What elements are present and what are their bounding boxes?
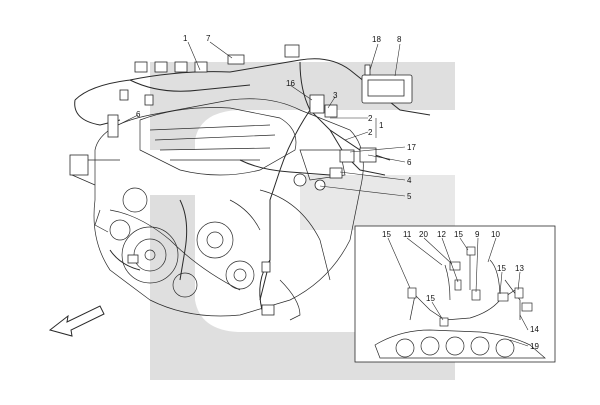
sensor-4 [329, 167, 343, 179]
inset-callout-15-b: 15 [454, 230, 463, 239]
ecu-connector [367, 79, 405, 97]
connector-small-d [261, 304, 275, 316]
callout-4: 4 [407, 176, 412, 185]
callout-6-right: 6 [407, 158, 412, 167]
leader-lines [117, 41, 406, 197]
connector-2 [154, 61, 168, 73]
callout-labels: 1 7 18 8 6 16 3 2 1 2 17 6 4 5 [136, 34, 416, 201]
part-16 [309, 94, 325, 114]
inset-callout-11: 11 [403, 230, 412, 239]
connector-parts [69, 44, 413, 316]
inset-callout-20: 20 [419, 230, 428, 239]
callout-2-lower: 2 [368, 128, 373, 137]
callout-8: 8 [397, 35, 402, 44]
connector-3 [174, 61, 188, 73]
connector-small-c [261, 261, 271, 273]
callout-3: 3 [333, 91, 338, 100]
direction-arrow [48, 305, 105, 337]
connector-7 [227, 54, 245, 65]
grommet [284, 44, 300, 58]
connector-small-e [127, 254, 139, 264]
inset-callout-15-d: 15 [426, 294, 435, 303]
sensor-17 [339, 149, 355, 163]
callout-16: 16 [286, 79, 295, 88]
inset-callout-10: 10 [491, 230, 500, 239]
connector-4 [194, 61, 208, 73]
inset-callout-15-c: 15 [497, 264, 506, 273]
engine-assembly [71, 98, 364, 321]
inset-callout-14: 14 [530, 325, 539, 334]
ring-5 [293, 173, 307, 187]
inset-callout-12: 12 [437, 230, 446, 239]
inset-callout-13: 13 [515, 264, 524, 273]
callout-6: 6 [136, 110, 141, 119]
inset-panel [354, 225, 556, 363]
inset-callout-9: 9 [475, 230, 480, 239]
callout-17: 17 [407, 143, 416, 152]
callout-5: 5 [407, 192, 412, 201]
ecu-bolt [364, 64, 371, 76]
callout-18: 18 [372, 35, 381, 44]
inset-callout-labels: 15 11 20 12 15 9 10 15 13 15 14 19 [382, 230, 539, 351]
callout-1: 1 [183, 34, 188, 43]
part-3 [324, 104, 338, 118]
callout-2: 2 [368, 114, 373, 123]
connector-1 [134, 61, 148, 73]
connector-small-a [119, 89, 129, 101]
inset-callout-19: 19 [530, 342, 539, 351]
sensor-6 [107, 114, 119, 138]
inset-callout-15: 15 [382, 230, 391, 239]
connector-small-b [144, 94, 154, 106]
callout-7: 7 [206, 34, 211, 43]
ring-5b [314, 179, 326, 191]
wiring-harness [74, 58, 431, 311]
hose-connector [69, 154, 89, 176]
callout-1-right: 1 [379, 121, 384, 130]
